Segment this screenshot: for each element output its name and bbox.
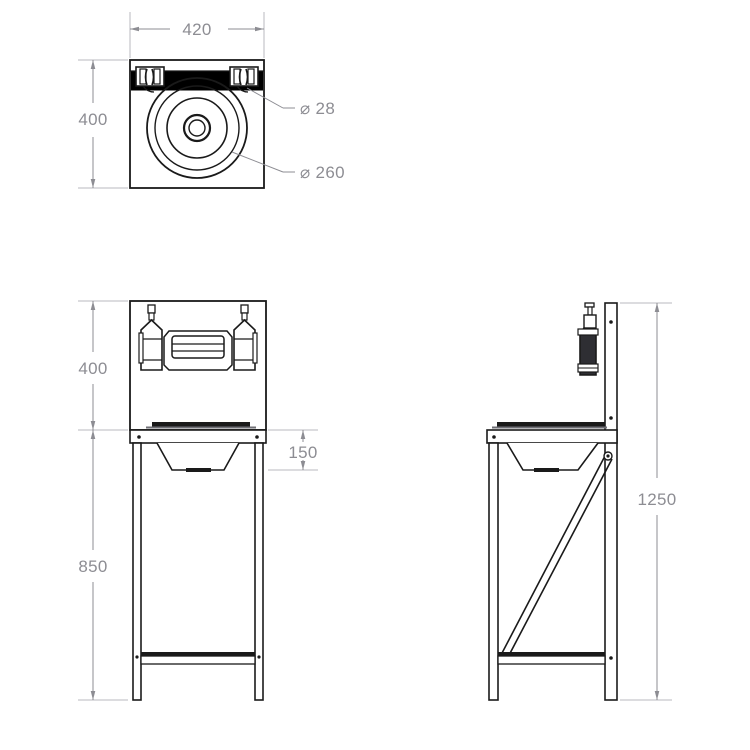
tap-left-curve [142,85,155,93]
drain-outlet-outer [182,113,212,143]
counter-bolt-left [137,435,141,439]
dim-400-panel-label: 400 [78,359,107,378]
post-bolt-bottom [609,656,613,660]
dim-1250-label: 1250 [637,490,676,509]
top-view-extension-lines [78,12,265,189]
dispenser-right-body [233,318,256,371]
tap-left-bracket-b [153,68,161,85]
dispenser-right-pump-head [240,304,249,314]
dim-420-label: 420 [182,20,211,39]
side-view-extension-lines [620,302,672,701]
dim-850: 850 [78,430,107,700]
towel-dispenser-front [171,335,225,359]
soap-dispenser-right [233,304,258,371]
side-view: 1250 [486,302,676,701]
tap-fitting-right [229,66,259,93]
dim-420: 420 [130,20,264,39]
counter-bolt-side [492,435,496,439]
towel-dispenser [163,330,233,371]
front-view: 400 850 150 [78,300,318,701]
post-bolt-top [609,320,613,324]
dispenser-side-neck [583,314,597,329]
dispenser-side-bracket-top [577,328,599,336]
rail-bolt-left [135,655,139,659]
dim-d28: ⌀ 28 [246,87,335,118]
brace-pivot-top-bolt [606,454,610,458]
drain-outlet-side [534,468,559,472]
dispenser-side-pump-top [584,302,595,308]
drain-outlet-front [186,468,211,472]
leg-front-left [132,442,142,701]
leg-front-right [254,442,264,701]
tap-right-spout-b [245,68,249,86]
tap-fitting-left [135,66,165,93]
tap-left-spout [144,68,148,86]
bottom-rail-dark-side [498,652,605,656]
back-post-side [604,302,618,701]
brace-line-a [500,453,607,656]
basin-ring-2 [154,85,240,171]
counter-top [129,429,267,444]
bottom-rail-dark [141,652,255,656]
drain-outlet-inner [188,119,206,137]
dim-d260: ⌀ 260 [231,151,345,182]
counter-top-slab-side [497,422,605,428]
dim-150-label: 150 [288,443,317,462]
basin-ring-3 [166,97,228,159]
wash-basin-front [156,442,240,471]
top-view: 420 400 [78,12,345,189]
tap-right-curve [236,85,249,93]
basin-outer-circle [146,77,248,179]
dim-1250: 1250 [637,303,676,700]
wash-basin-rings [146,77,248,179]
counter-top-slab [152,422,250,428]
dispenser-side-pump-stem [587,306,593,316]
tap-right-bracket-b [247,68,255,85]
dim-400-depth-label: 400 [78,110,107,129]
dim-d28-label: ⌀ 28 [300,99,335,118]
dim-400-depth: 400 [78,60,107,188]
wash-basin-side [506,442,599,471]
dim-850-label: 850 [78,557,107,576]
support-legs-front [132,442,264,701]
front-view-extension-lines [78,300,318,701]
dim-d260-label: ⌀ 260 [300,163,345,182]
counter-top-side [486,429,618,444]
leg-side-front [488,442,499,701]
dispenser-left-bracket [138,332,144,364]
rail-bolt-right [257,655,261,659]
dim-400-panel: 400 [78,301,107,430]
tap-right-spout [238,68,242,86]
counter-bolt-right [255,435,259,439]
bottom-rail [140,655,256,665]
dispenser-right-bracket [252,332,258,364]
dispenser-left-body [140,318,163,371]
post-bolt-mid [609,416,613,420]
soap-dispenser-side [577,302,599,376]
dispenser-left-pump-head [147,304,156,314]
tap-left-spout-b [151,68,155,86]
bottom-rail-side [497,655,606,665]
diagonal-brace [499,451,613,662]
soap-dispenser-left [138,304,163,371]
dim-150: 150 [288,430,317,470]
brace-line-b [506,458,613,660]
